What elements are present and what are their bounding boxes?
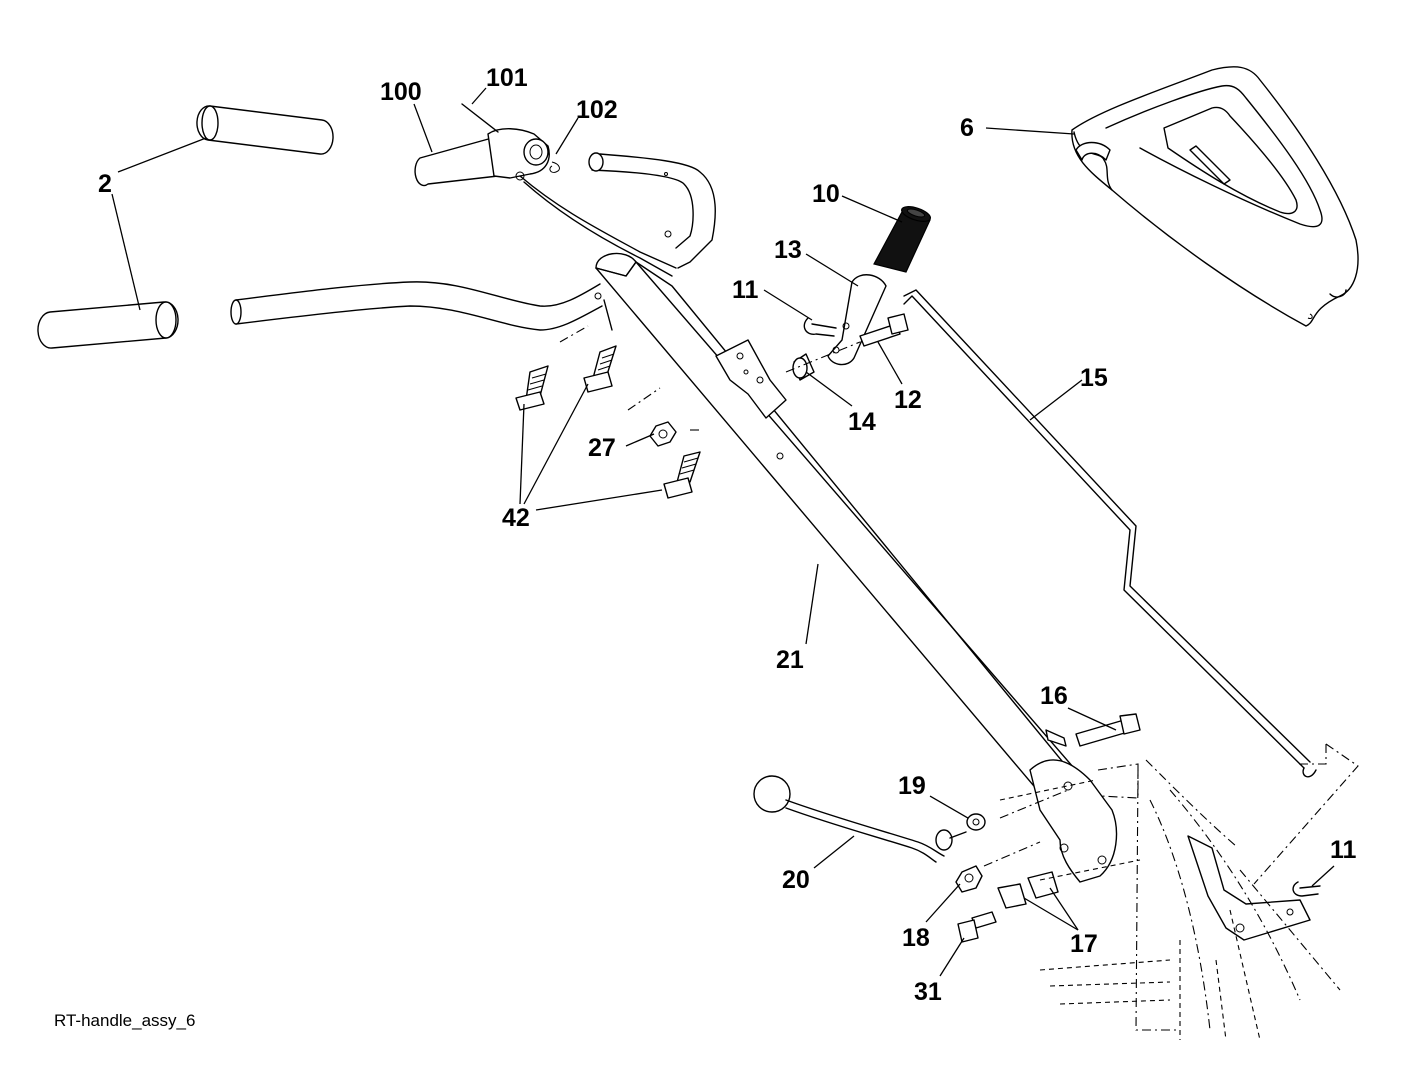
callout-10: 10	[812, 180, 840, 208]
bolt-12	[859, 313, 909, 347]
callout-20: 20	[782, 866, 810, 894]
grip-upper	[196, 105, 334, 155]
lever-grip-10	[873, 206, 931, 273]
lever-bracket	[715, 339, 787, 419]
grip-lower	[37, 301, 179, 349]
nut-18	[955, 865, 983, 893]
centerlines	[559, 325, 1069, 867]
callout-15: 15	[1080, 364, 1108, 392]
callout-18: 18	[902, 924, 930, 952]
bolt-31	[957, 911, 997, 943]
washer-19	[966, 813, 986, 831]
callout-19: 19	[898, 772, 926, 800]
handlebar	[230, 152, 716, 331]
flange-bolt-42-a	[515, 365, 549, 411]
leader-lines	[111, 87, 1335, 977]
callout-42: 42	[502, 504, 530, 532]
handle-tube-21	[594, 252, 1118, 883]
flange-bolt-42-c	[663, 451, 701, 499]
phantom-outline	[999, 743, 1359, 1041]
shift-rod-20	[753, 775, 967, 863]
callout-11-lower: 11	[1330, 836, 1357, 864]
callout-100: 100	[380, 78, 422, 106]
callout-14: 14	[848, 408, 876, 436]
hairpin-clip-11-upper	[803, 317, 837, 337]
bolt-16	[1075, 713, 1141, 747]
shift-rod-15	[903, 289, 1317, 778]
callout-2: 2	[98, 170, 112, 198]
keys-17	[997, 871, 1059, 909]
diagram-caption: RT-handle_assy_6	[54, 1011, 195, 1030]
belt-cover-6	[1071, 66, 1359, 327]
callout-16: 16	[1040, 682, 1068, 710]
callout-21: 21	[776, 646, 804, 674]
callout-31: 31	[914, 978, 942, 1006]
callout-101: 101	[486, 64, 528, 92]
callout-11-upper: 11	[732, 276, 759, 304]
shift-lever-13	[827, 274, 887, 366]
callout-17: 17	[1070, 930, 1098, 958]
cable-lever-100	[414, 103, 677, 277]
callout-27: 27	[588, 434, 616, 462]
callout-12: 12	[894, 386, 922, 414]
callouts: 101 100 102 2 6 10 13 11 15 14 12 27 42 …	[98, 64, 1357, 1006]
flange-bolt-42-b	[583, 345, 617, 393]
callout-13: 13	[774, 236, 802, 264]
hairpin-clip-11-lower	[1292, 881, 1321, 897]
callout-102: 102	[576, 96, 618, 124]
callout-6: 6	[960, 114, 974, 142]
lower-bracket	[1187, 835, 1311, 941]
